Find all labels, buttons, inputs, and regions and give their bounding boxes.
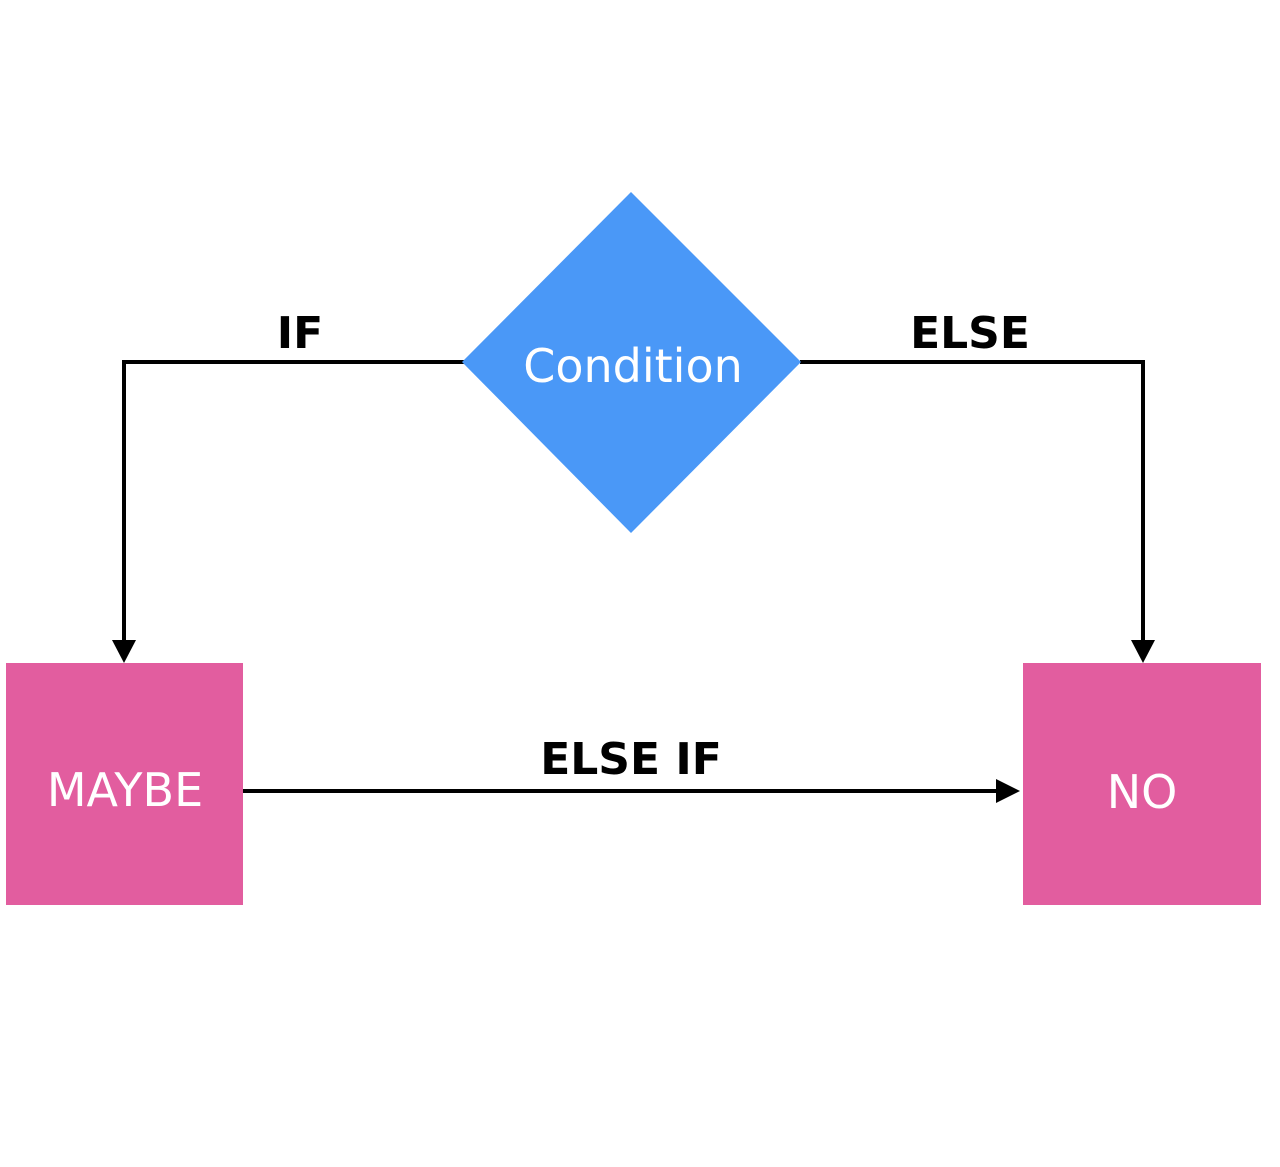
if-connector [122, 360, 466, 645]
condition-diamond [462, 192, 801, 533]
no-label: NO [1107, 765, 1178, 819]
else-if-edge-label: ELSE IF [540, 734, 722, 785]
else-if-arrowhead [996, 779, 1020, 803]
if-edge-label: IF [277, 308, 323, 359]
else-connector [800, 360, 1145, 645]
else-arrowhead [1131, 640, 1155, 663]
condition-label: Condition [523, 339, 743, 393]
maybe-label: MAYBE [47, 763, 203, 817]
no-box [1023, 663, 1261, 905]
maybe-box [6, 663, 243, 905]
else-edge-label: ELSE [910, 308, 1030, 359]
if-arrowhead [112, 640, 136, 663]
